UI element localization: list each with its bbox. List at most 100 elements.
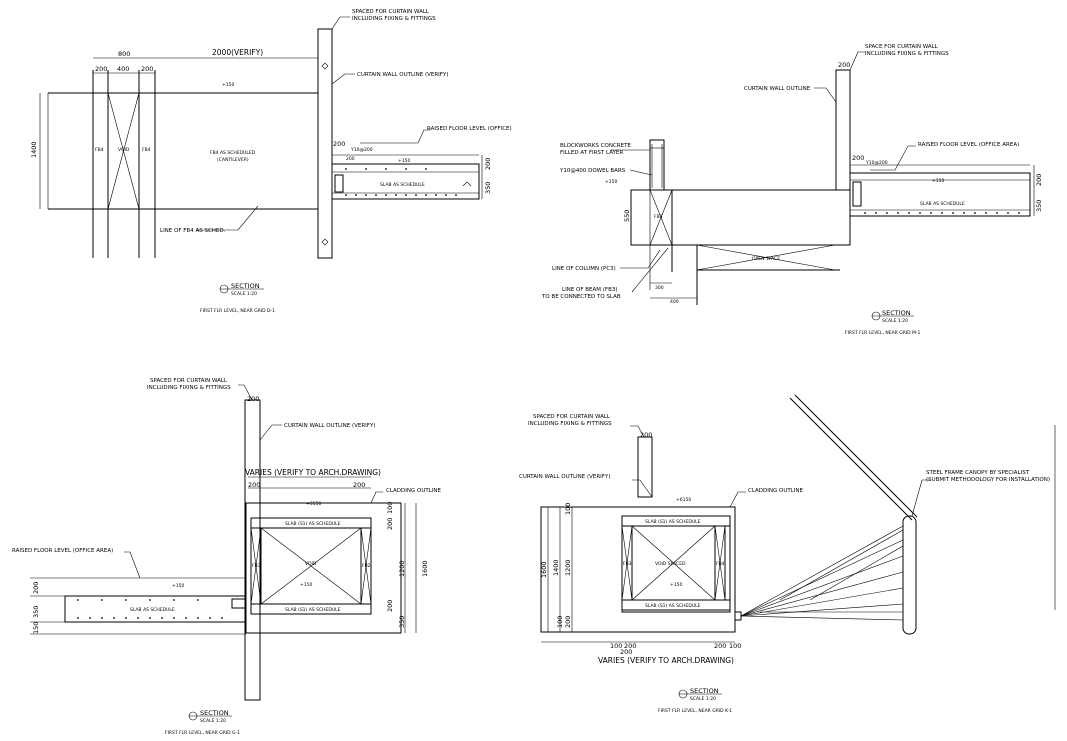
- b-note-line-beam: LINE OF BEAM (FB3): [562, 287, 618, 293]
- level-a-1: +150: [222, 82, 234, 88]
- note-curtain-wall-outline: CURTAIN WALL OUTLINE (VERIFY): [357, 72, 448, 78]
- dim-2000: 2000(VERIFY): [212, 48, 263, 57]
- c-dim-200-a: 200: [247, 395, 259, 403]
- c-note-fixings: INCLUDING FIXING & FITTINGS: [147, 385, 231, 391]
- b-note-dowel: Y10@400 DOWEL BARS: [559, 168, 626, 174]
- dim-200-e: 200: [346, 156, 355, 162]
- b-label-fb3: FB3: [654, 214, 663, 220]
- c-dim-200-b: 200: [248, 481, 260, 489]
- b-note-curtain-outline: CURTAIN WALL OUTLINE: [744, 86, 811, 92]
- dim-400: 400: [117, 65, 129, 73]
- c-dim-350-b: 350: [32, 606, 40, 618]
- d-dim-200-c: 200: [624, 642, 636, 650]
- b-level-1: +150: [605, 179, 617, 185]
- b-note-connected: TO BE CONNECTED TO SLAB: [541, 294, 621, 300]
- d-dim-200-d: 200: [714, 642, 726, 650]
- c-dim-200-c: 200: [353, 481, 365, 489]
- section-b: SPACE FOR CURTAIN WALL INCLUDING FIXING …: [541, 44, 1043, 336]
- c-note-spaced-curtain: SPACED FOR CURTAIN WALL: [150, 378, 228, 384]
- b-note-blockworks: BLOCKWORKS CONCRETE: [560, 143, 631, 149]
- note-slab: SLAB AS SCHEDULE: [380, 182, 425, 188]
- b-note-fixings: INCLUDING FIXING & FITTINGS: [865, 51, 949, 57]
- section-b-scale: SCALE 1:20: [882, 318, 908, 324]
- b-note-raised-floor: RAISED FLOOR LEVEL (OFFICE AREA): [918, 142, 1019, 148]
- d-note-slab-top: SLAB (S1) AS SCHEDULE: [645, 519, 701, 525]
- d-dim-200-e: 200: [620, 648, 632, 656]
- label-void: VOID: [118, 147, 130, 153]
- d-dim-200-a: 200: [640, 431, 652, 439]
- c-dim-1200: 1200: [398, 560, 406, 577]
- level-a-2: +150: [398, 158, 410, 164]
- b-label-open-space: OPEN SPACE: [752, 256, 780, 262]
- d-dim-200-b: 200: [564, 616, 572, 628]
- d-label-fb-left: FB3: [623, 561, 632, 567]
- section-a-subtitle: FIRST FLR LEVEL, NEAR GRID D-1: [200, 308, 275, 314]
- d-note-curtain-outline: CURTAIN WALL OUTLINE (VERIFY): [519, 474, 610, 480]
- b-note-first-layer: FILLED AT FIRST LAYER: [560, 150, 623, 156]
- b-label-y10: Y10@200: [865, 160, 888, 166]
- b-dim-350: 350: [1035, 200, 1043, 212]
- c-dim-200-d: 200: [386, 518, 394, 530]
- note-line-fb4: LINE OF FB4 AS SCHED.: [160, 228, 226, 234]
- b-dim-300: 300: [655, 285, 664, 291]
- label-y10: Y10@200: [350, 147, 373, 153]
- note-spaced-curtain-wall: SPACED FOR CURTAIN WALL: [352, 9, 430, 15]
- d-note-fixings: INCLUDING FIXING & FITTINGS: [528, 421, 612, 427]
- d-dim-1200: 1200: [564, 559, 572, 576]
- section-d-scale: SCALE 1:20: [690, 696, 716, 702]
- d-label-void: VOID SPACED: [655, 561, 686, 567]
- section-c-subtitle: FIRST FLR LEVEL, NEAR GRID G-1: [165, 730, 240, 736]
- rebar-dots-a: [345, 168, 457, 196]
- label-fb4-right: FB4: [142, 147, 151, 153]
- section-c-scale: SCALE 1:20: [200, 718, 226, 724]
- b-dim-200-a: 200: [838, 61, 850, 69]
- note-fixings: INCLUDING FIXING & FITTINGS: [352, 16, 436, 22]
- d-note-spaced-curtain: SPACED FOR CURTAIN WALL: [533, 414, 611, 420]
- dim-800: 800: [118, 50, 130, 58]
- section-d-subtitle: FIRST FLR LEVEL, NEAR GRID K-1: [658, 708, 732, 714]
- c-note-slab-top: SLAB (S1) AS SCHEDULE: [285, 521, 341, 527]
- section-c: SPACED FOR CURTAIN WALL INCLUDING FIXING…: [12, 378, 442, 736]
- c-label-void: VOID: [305, 561, 317, 567]
- b-dim-400: 400: [670, 299, 679, 305]
- section-b-title: SECTION: [882, 309, 911, 317]
- d-level-2: +150: [670, 582, 682, 588]
- c-label-fb-right: FB2: [362, 563, 371, 569]
- section-d-title: SECTION: [690, 687, 719, 695]
- c-note-varies: VARIES (VERIFY TO ARCH.DRAWING): [245, 468, 381, 477]
- c-dim-350-a: 350: [398, 616, 406, 628]
- c-dim-150: 150: [32, 622, 40, 634]
- d-note-canopy: STEEL FRAME CANOPY BY SPECIALIST: [926, 470, 1030, 476]
- c-note-slab: SLAB AS SCHEDULE: [130, 607, 175, 613]
- b-note-line-column: LINE OF COLUMN (PC3): [552, 266, 616, 272]
- c-dim-200-e: 200: [386, 600, 394, 612]
- d-dim-1600: 1600: [540, 561, 548, 578]
- dim-350: 350: [484, 182, 492, 194]
- b-dim-200-c: 200: [1035, 174, 1043, 186]
- d-dim-100-b: 100: [556, 616, 564, 628]
- section-c-title: SECTION: [200, 709, 229, 717]
- c-level-3: +150: [300, 582, 312, 588]
- d-note-methodology: (SUBMIT METHODOLOGY FOR INSTALLATION): [926, 477, 1050, 483]
- section-a: SPACED FOR CURTAIN WALL INCLUDING FIXING…: [30, 9, 512, 314]
- d-level-1: +6150: [676, 497, 691, 503]
- c-note-cladding: CLADDING OUTLINE: [386, 488, 442, 494]
- d-dim-100-d: 100: [729, 642, 741, 650]
- section-a-scale: SCALE 1:20: [231, 291, 257, 297]
- dim-200-b: 200: [141, 65, 153, 73]
- c-label-fb-left: FB3: [252, 563, 261, 569]
- c-note-raised-floor: RAISED FLOOR LEVEL (OFFICE AREA): [12, 548, 113, 554]
- rebar-dots-c: [77, 599, 223, 619]
- b-level-2: +150: [932, 178, 944, 184]
- d-note-cladding: CLADDING OUTLINE: [748, 488, 804, 494]
- d-dim-1400: 1400: [552, 559, 560, 576]
- c-dim-1600: 1600: [421, 560, 429, 577]
- dim-200-d: 200: [484, 158, 492, 170]
- d-dim-100-c: 100: [610, 642, 622, 650]
- dim-200-c: 200: [333, 140, 345, 148]
- section-b-subtitle: FIRST FLR LEVEL, NEAR GRID M-1: [845, 330, 921, 336]
- d-note-varies: VARIES (VERIFY TO ARCH.DRAWING): [598, 656, 734, 665]
- section-d: SPACED FOR CURTAIN WALL INCLUDING FIXING…: [519, 394, 1056, 714]
- c-dim-100: 100: [386, 502, 394, 514]
